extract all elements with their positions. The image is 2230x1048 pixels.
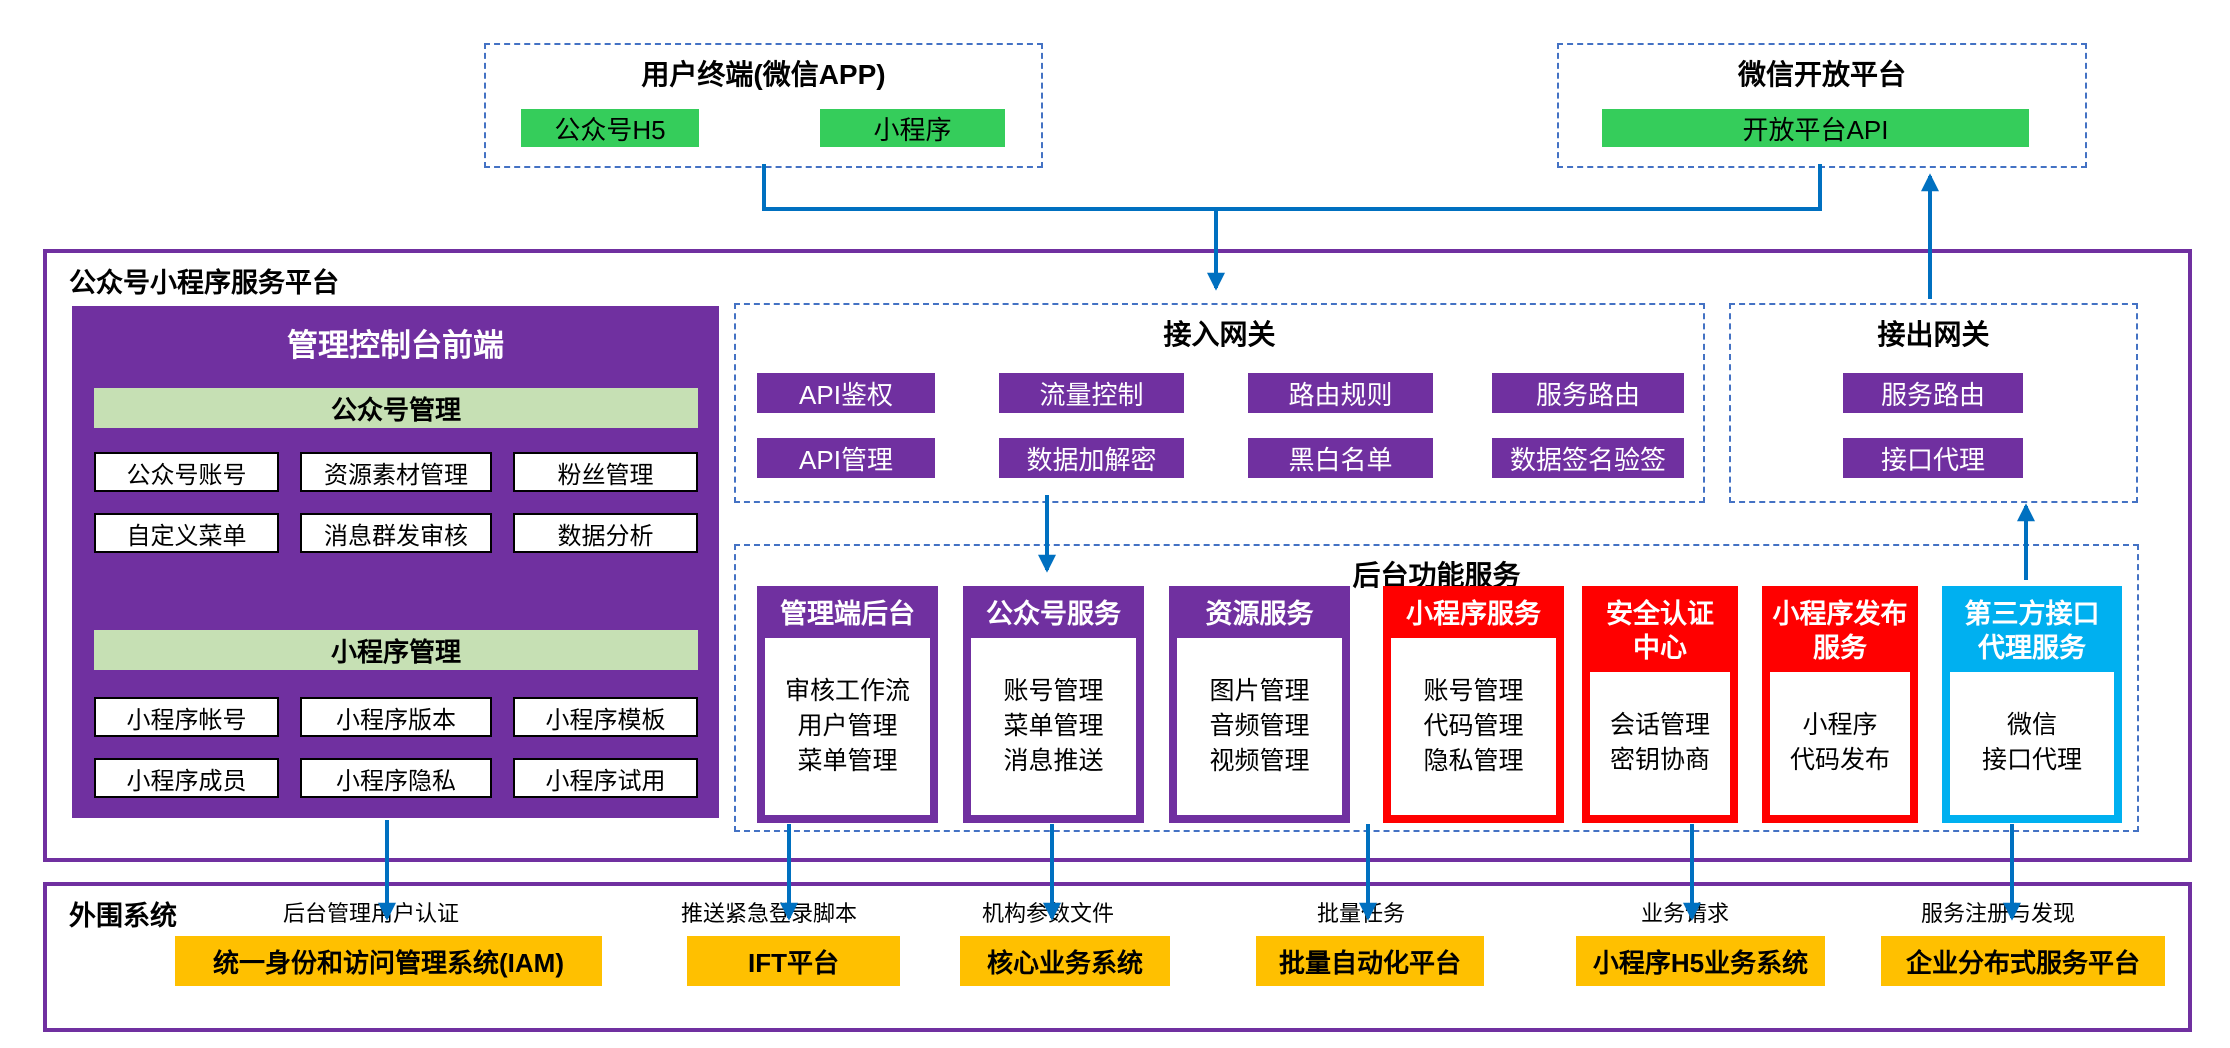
gateway-in-group: 接入网关 API鉴权 流量控制 路由规则 服务路由 API管理 数据加解密 黑白… [734, 303, 1705, 503]
console-item: 消息群发审核 [300, 513, 492, 553]
link-label: 机构参数文件 [981, 901, 1115, 926]
peripheral-system: 核心业务系统 [960, 936, 1170, 986]
link-label: 批量任务 [1316, 901, 1406, 926]
node-gongzhonghao-h5: 公众号H5 [521, 109, 699, 147]
peripheral-system: IFT平台 [687, 936, 900, 986]
gateway-in-item: 路由规则 [1248, 373, 1433, 413]
console-item: 小程序帐号 [94, 697, 279, 737]
backend-service-title: 资源服务 [1205, 599, 1314, 629]
console-item: 小程序试用 [513, 758, 698, 798]
gateway-in-item: 流量控制 [999, 373, 1184, 413]
gateway-in-item: API鉴权 [757, 373, 935, 413]
console-item: 自定义菜单 [94, 513, 279, 553]
console-item: 小程序隐私 [300, 758, 492, 798]
backend-service: 小程序服务 账号管理 代码管理 隐私管理 [1383, 586, 1564, 823]
link-label: 推送紧急登录脚本 [680, 901, 858, 926]
peripheral-system: 小程序H5业务系统 [1576, 936, 1825, 986]
service-platform-frame: 公众号小程序服务平台 管理控制台前端 公众号管理 公众号账号 资源素材管理 粉丝… [43, 249, 2192, 862]
gateway-out-group: 接出网关 服务路由 接口代理 [1729, 303, 2138, 503]
backend-service: 第三方接口 代理服务 微信 接口代理 [1942, 586, 2122, 823]
gateway-in-item: 数据签名验签 [1492, 438, 1684, 478]
section-header-mini-program: 小程序管理 [94, 630, 698, 670]
backend-service: 资源服务 图片管理 音频管理 视频管理 [1169, 586, 1350, 823]
backend-service: 公众号服务 账号管理 菜单管理 消息推送 [963, 586, 1144, 823]
backend-service-items: 图片管理 音频管理 视频管理 [1177, 637, 1342, 815]
console-title: 管理控制台前端 [287, 328, 504, 363]
backend-service-items: 小程序 代码发布 [1770, 671, 1910, 815]
console-item: 资源素材管理 [300, 452, 492, 492]
peripheral-systems-label: 外围系统 [69, 901, 177, 931]
backend-service-title: 小程序服务 [1406, 599, 1541, 629]
backend-service-title: 第三方接口 代理服务 [1964, 599, 2100, 663]
backend-service: 管理端后台 审核工作流 用户管理 菜单管理 [757, 586, 938, 823]
link-label: 服务注册与发现 [1920, 901, 2076, 926]
console-item: 数据分析 [513, 513, 698, 553]
open-platform-title: 微信开放平台 [1737, 59, 1906, 90]
peripheral-system: 企业分布式服务平台 [1881, 936, 2165, 986]
gateway-out-item: 服务路由 [1843, 373, 2023, 413]
gateway-in-item: 黑白名单 [1248, 438, 1433, 478]
backend-service-items: 账号管理 代码管理 隐私管理 [1391, 637, 1556, 815]
link-label: 后台管理用户认证 [282, 901, 460, 926]
gateway-in-item: 数据加解密 [999, 438, 1184, 478]
gateway-in-title: 接入网关 [1163, 319, 1276, 350]
service-platform-label: 公众号小程序服务平台 [69, 268, 339, 298]
link-label: 业务请求 [1640, 901, 1730, 926]
backend-service: 安全认证 中心 会话管理 密钥协商 [1582, 586, 1738, 823]
gateway-out-title: 接出网关 [1877, 319, 1990, 350]
node-mini-program: 小程序 [820, 109, 1005, 147]
console-item: 小程序成员 [94, 758, 279, 798]
backend-service-title: 安全认证 中心 [1606, 599, 1714, 663]
console-item: 公众号账号 [94, 452, 279, 492]
gateway-out-item: 接口代理 [1843, 438, 2023, 478]
backend-services-group: 后台功能服务 管理端后台 审核工作流 用户管理 菜单管理 公众号服务 账号管理 … [734, 544, 2139, 832]
backend-service-items: 审核工作流 用户管理 菜单管理 [765, 637, 930, 815]
peripheral-system: 批量自动化平台 [1256, 936, 1484, 986]
peripheral-system: 统一身份和访问管理系统(IAM) [175, 936, 602, 986]
backend-service-title: 小程序发布 服务 [1772, 599, 1908, 663]
backend-service-items: 微信 接口代理 [1950, 671, 2114, 815]
backend-service-title: 公众号服务 [986, 599, 1121, 629]
backend-services-title: 后台功能服务 [1352, 560, 1521, 591]
user-terminal-group: 用户终端(微信APP) 公众号H5 小程序 [484, 43, 1043, 168]
console-item: 小程序模板 [513, 697, 698, 737]
gateway-in-item: API管理 [757, 438, 935, 478]
console-panel: 管理控制台前端 公众号管理 公众号账号 资源素材管理 粉丝管理 自定义菜单 消息… [72, 306, 719, 818]
gateway-in-item: 服务路由 [1492, 373, 1684, 413]
backend-service-items: 会话管理 密钥协商 [1590, 671, 1730, 815]
backend-service-items: 账号管理 菜单管理 消息推送 [971, 637, 1136, 815]
open-platform-group: 微信开放平台 开放平台API [1557, 43, 2087, 168]
console-item: 粉丝管理 [513, 452, 698, 492]
section-header-official-account: 公众号管理 [94, 388, 698, 428]
peripheral-systems-frame: 外围系统 后台管理用户认证 推送紧急登录脚本 机构参数文件 批量任务 业务请求 … [43, 882, 2192, 1032]
backend-service-title: 管理端后台 [780, 599, 915, 629]
node-open-platform-api: 开放平台API [1602, 109, 2029, 147]
backend-service: 小程序发布 服务 小程序 代码发布 [1762, 586, 1918, 823]
console-item: 小程序版本 [300, 697, 492, 737]
user-terminal-title: 用户终端(微信APP) [641, 59, 886, 90]
